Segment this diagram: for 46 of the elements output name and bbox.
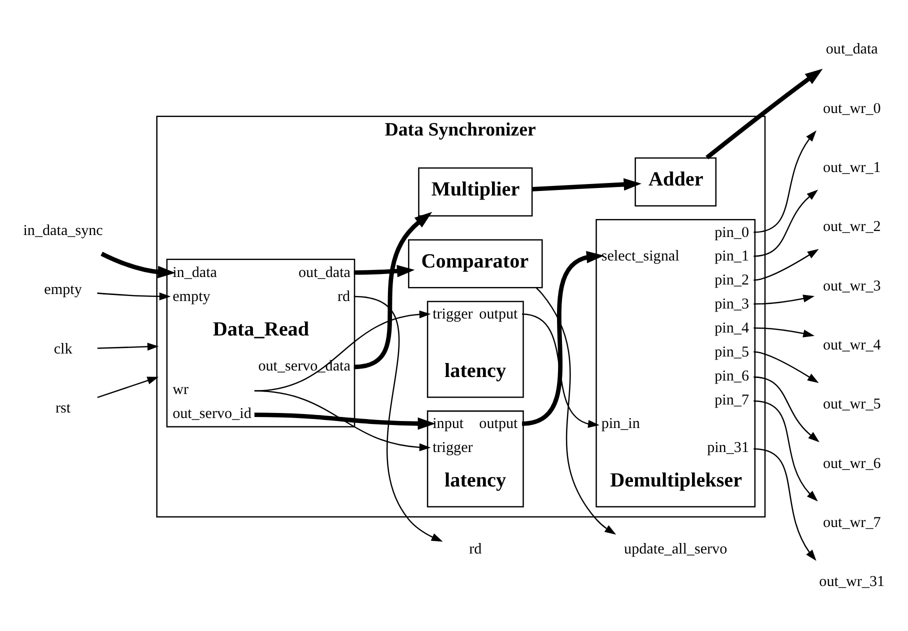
arrow	[706, 68, 823, 159]
arrow	[754, 400, 818, 501]
node-text: out_wr_0	[822, 100, 881, 116]
arrow	[754, 448, 816, 560]
arrow	[254, 390, 431, 451]
arrow	[354, 211, 432, 369]
arrow	[354, 264, 415, 277]
node-text: clk	[54, 340, 72, 357]
arrow	[536, 287, 616, 534]
node-box: trigger output latency	[426, 300, 524, 398]
node-text: rst	[56, 400, 71, 416]
arrow	[754, 248, 819, 280]
arrow	[522, 312, 600, 428]
arrow	[254, 310, 431, 392]
node-text: update_all_servo	[624, 540, 728, 557]
arrow	[97, 292, 171, 300]
node-text: out_wr_5	[822, 396, 881, 412]
node-text: out_wr_31	[819, 574, 885, 590]
node-box: Adder	[634, 156, 717, 206]
node-text: out_wr_4	[822, 336, 881, 353]
node-text: out_wr_1	[822, 159, 881, 176]
arrow	[754, 376, 820, 442]
arrow	[754, 294, 815, 304]
node-text: out_wr_2	[822, 218, 881, 235]
arrow	[354, 295, 443, 542]
node-text: out_wr_6	[822, 455, 881, 472]
arrow	[97, 376, 159, 398]
node-text: in_data_sync	[23, 222, 103, 238]
node-box: Comparator	[408, 238, 543, 288]
arrow	[754, 326, 815, 337]
arrow	[754, 130, 816, 232]
node-text: out_wr_3	[822, 278, 881, 294]
arrow	[254, 412, 436, 430]
arrow	[522, 250, 604, 426]
node-text: rd	[469, 540, 482, 557]
arrow	[754, 189, 818, 256]
node-box: Multiplier	[418, 166, 533, 216]
arrow	[100, 251, 176, 278]
node-text: out_wr_7	[822, 514, 881, 531]
arrow	[97, 342, 159, 350]
arrow	[532, 178, 642, 191]
node-box: input output trigger latency	[426, 410, 524, 507]
arrow	[754, 350, 819, 383]
node-box: pin_0 select_signal pin_1 pin_2 pin_3 pin_4 pin_5 pin_6 pin_7 pin_in pin_31 Demultiplekser	[596, 218, 756, 507]
node-text: empty	[44, 282, 82, 298]
node-text: out_data	[826, 41, 878, 58]
